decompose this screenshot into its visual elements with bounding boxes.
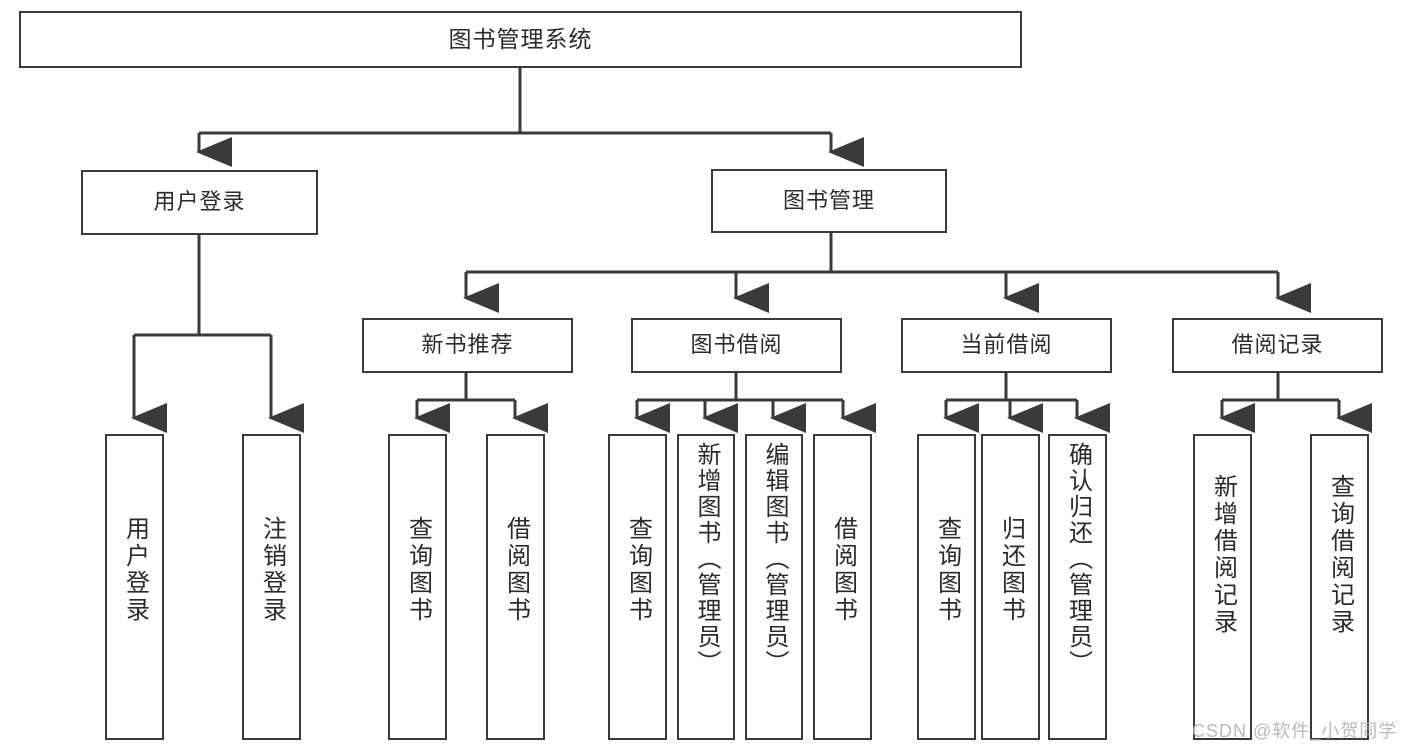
node-leaf-user-login-label: 用户登录 bbox=[121, 516, 149, 624]
node-leaf-borrow-book-1-label: 借阅图书 bbox=[502, 516, 530, 624]
node-book-manage[interactable]: 图书管理 bbox=[711, 169, 947, 233]
node-new-book-recommend-label: 新书推荐 bbox=[421, 332, 514, 358]
node-root[interactable]: 图书管理系统 bbox=[19, 11, 1022, 68]
node-leaf-query-book-1[interactable]: 查询图书 bbox=[388, 434, 447, 740]
node-leaf-query-book-3-label: 查询图书 bbox=[933, 516, 961, 624]
node-leaf-query-record-label: 查询借阅记录 bbox=[1326, 474, 1354, 636]
node-leaf-return-book-label: 归还图书 bbox=[997, 516, 1025, 624]
node-leaf-confirm-return-label: 确认归还（管理员） bbox=[1064, 442, 1092, 676]
node-user-login-label: 用户登录 bbox=[153, 189, 246, 215]
node-current-borrow[interactable]: 当前借阅 bbox=[901, 318, 1112, 373]
node-leaf-query-book-1-label: 查询图书 bbox=[404, 516, 432, 624]
node-current-borrow-label: 当前借阅 bbox=[960, 332, 1053, 358]
node-borrow-record[interactable]: 借阅记录 bbox=[1172, 318, 1383, 373]
node-leaf-logout-label: 注销登录 bbox=[258, 516, 286, 624]
node-leaf-return-book[interactable]: 归还图书 bbox=[981, 434, 1040, 740]
node-leaf-edit-book-label: 编辑图书（管理员） bbox=[761, 442, 788, 676]
node-leaf-borrow-book-2[interactable]: 借阅图书 bbox=[813, 434, 872, 740]
node-leaf-logout[interactable]: 注销登录 bbox=[242, 434, 301, 740]
node-leaf-borrow-book-1[interactable]: 借阅图书 bbox=[486, 434, 545, 740]
node-root-label: 图书管理系统 bbox=[448, 25, 593, 52]
node-leaf-query-book-2[interactable]: 查询图书 bbox=[608, 434, 667, 740]
node-leaf-confirm-return[interactable]: 确认归还（管理员） bbox=[1048, 434, 1107, 740]
node-leaf-borrow-book-2-label: 借阅图书 bbox=[829, 516, 857, 624]
node-book-manage-label: 图书管理 bbox=[782, 187, 875, 213]
node-leaf-user-login[interactable]: 用户登录 bbox=[105, 434, 164, 740]
node-new-book-recommend[interactable]: 新书推荐 bbox=[362, 318, 573, 373]
node-leaf-query-record[interactable]: 查询借阅记录 bbox=[1310, 434, 1369, 740]
node-leaf-add-record-label: 新增借阅记录 bbox=[1209, 474, 1237, 636]
node-leaf-query-book-3[interactable]: 查询图书 bbox=[917, 434, 976, 740]
node-leaf-add-record[interactable]: 新增借阅记录 bbox=[1193, 434, 1252, 740]
node-leaf-add-book-label: 新增图书（管理员） bbox=[693, 442, 720, 676]
watermark: CSDN @软件_小贺同学 bbox=[1192, 721, 1398, 741]
node-borrow-record-label: 借阅记录 bbox=[1231, 332, 1324, 358]
node-leaf-add-book[interactable]: 新增图书（管理员） bbox=[677, 434, 735, 740]
node-book-borrow[interactable]: 图书借阅 bbox=[631, 318, 842, 373]
node-leaf-edit-book[interactable]: 编辑图书（管理员） bbox=[745, 434, 803, 740]
node-user-login[interactable]: 用户登录 bbox=[81, 170, 318, 235]
node-book-borrow-label: 图书借阅 bbox=[690, 332, 783, 358]
node-leaf-query-book-2-label: 查询图书 bbox=[624, 516, 652, 624]
